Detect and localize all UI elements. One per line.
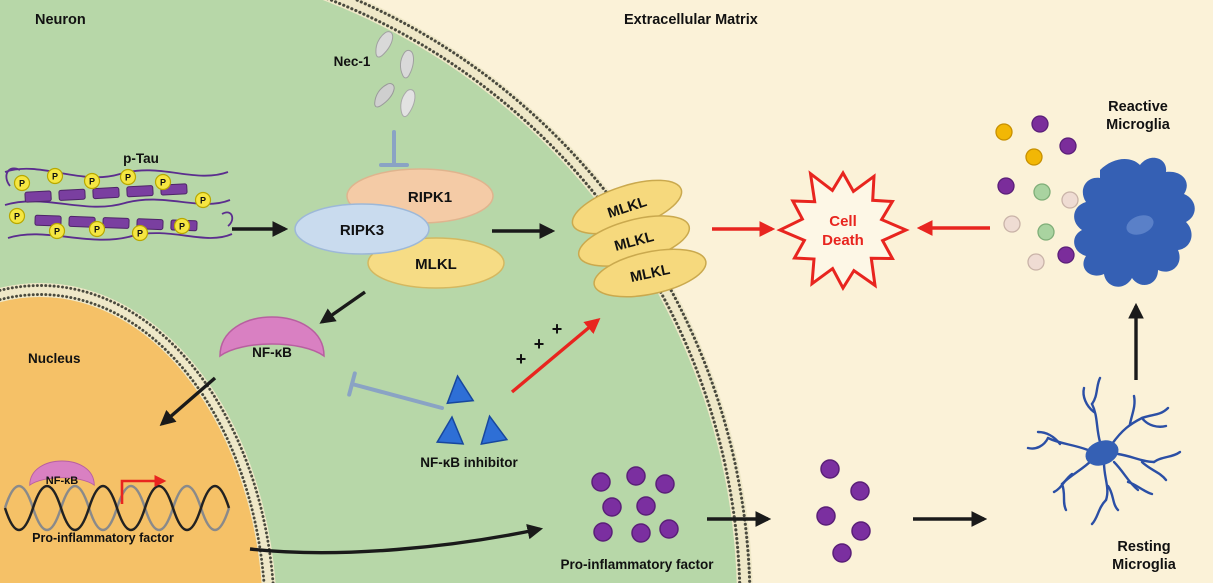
- nec1-inhibition-line: [379, 130, 409, 167]
- phospho-group: P P P P P P P P P P P: [8, 167, 212, 242]
- mlkl-label: MLKL: [415, 256, 457, 273]
- phospho-icon: P: [52, 172, 58, 182]
- plus-sign: +: [516, 349, 527, 369]
- transcription-arrow: [120, 475, 167, 504]
- resting-microglia-label-line2: Microglia: [1112, 557, 1177, 573]
- phospho-icon: P: [89, 177, 95, 187]
- activation-arrow: [510, 317, 601, 394]
- reactive-microglia: Reactive Microglia: [1074, 99, 1195, 287]
- phospho-icon: P: [179, 222, 185, 232]
- p-tau-tangle: P P P P P P P P P P P p-Tau: [4, 151, 234, 242]
- phospho-icon: P: [125, 173, 131, 183]
- necrosome-complex: RIPK1 RIPK3 MLKL: [294, 168, 505, 289]
- plus-sign: +: [534, 334, 545, 354]
- microglia-nucleus-highlight: [1126, 215, 1154, 235]
- nec1-group: Nec-1: [334, 29, 418, 167]
- reactive-microglia-label-line1: Reactive: [1108, 99, 1168, 115]
- ripk3-label: RIPK3: [340, 222, 384, 239]
- phospho-icon: P: [137, 229, 143, 239]
- mlkl-shape: [367, 237, 505, 289]
- cell-death-label-line2: Death: [822, 232, 864, 249]
- nfkb-nuclear-label: NF-κB: [46, 475, 78, 487]
- phospho-icon: P: [54, 227, 60, 237]
- nfkb-inhibitor-label: NF-κB inhibitor: [420, 455, 518, 470]
- ripk3-shape: [294, 203, 430, 255]
- ripk1-label: RIPK1: [408, 189, 452, 206]
- resting-microglia-label-line1: Resting: [1117, 539, 1170, 555]
- phospho-icon: P: [160, 178, 166, 188]
- cell-death-burst: Cell Death: [776, 170, 910, 291]
- neuron-label: Neuron: [35, 12, 86, 28]
- inhibitor-inhibition-line: [347, 371, 444, 410]
- nfkb-label: NF-κB: [252, 345, 292, 360]
- microglia-secreted-factors: [995, 115, 1079, 271]
- resting-microglia: Resting Microglia: [1026, 376, 1182, 573]
- phospho-icon: P: [200, 196, 206, 206]
- phospho-icon: P: [19, 179, 25, 189]
- complex-to-nfkb-arrow: [319, 290, 366, 324]
- dna-double-helix: [3, 485, 231, 531]
- nuclear-membrane: [0, 283, 276, 583]
- pro-inflammatory-nuclear-label: Pro-inflammatory factor: [32, 531, 174, 545]
- starburst-icon: [776, 170, 910, 291]
- phospho-icon: P: [94, 225, 100, 235]
- reactive-microglia-label-line2: Microglia: [1106, 117, 1171, 133]
- mlkl-membrane-pore: MLKL MLKL MLKL: [571, 179, 707, 298]
- pro-inflammatory-dots-cytoplasm: [591, 466, 679, 543]
- p-tau-label: p-Tau: [123, 151, 159, 166]
- pro-inflammatory-dots-extracellular: [816, 459, 871, 563]
- nucleus-to-factor-arrow: [249, 523, 544, 555]
- nfkb-to-nucleus-arrow: [159, 376, 217, 427]
- extracellular-matrix-label: Extracellular Matrix: [624, 12, 758, 28]
- phospho-icon: P: [14, 212, 20, 222]
- nec1-label: Nec-1: [334, 54, 371, 69]
- nfkb-inhibitor-group: NF-κB inhibitor: [347, 371, 518, 470]
- resting-microglia-soma: [1085, 440, 1119, 466]
- plus-sign: +: [552, 319, 563, 339]
- pro-inflammatory-cytoplasm-label: Pro-inflammatory factor: [560, 557, 714, 572]
- cell-death-label-line1: Cell: [829, 213, 857, 230]
- nucleus-label: Nucleus: [28, 351, 81, 366]
